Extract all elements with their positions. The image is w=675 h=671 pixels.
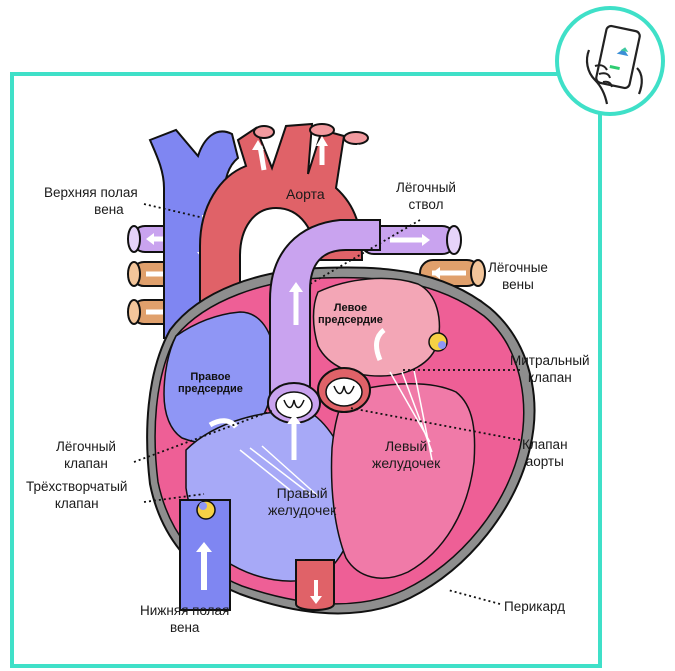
ivc-line2: вена <box>140 619 229 636</box>
pt-line1: Лёгочный <box>396 179 456 196</box>
ra-line2: предсердие <box>178 383 243 395</box>
right-atrium-label: Правое предсердие <box>178 371 243 395</box>
pulv-line2: клапан <box>56 455 116 472</box>
mv-line1: Митральный <box>510 352 590 369</box>
tv-line1: Трёхстворчатый <box>26 478 127 495</box>
aorta-label: Аорта <box>286 186 325 203</box>
mitral-valve-marker <box>429 333 447 351</box>
left-ventricle-label: Левый желудочек <box>372 438 440 472</box>
pericardium-label: Перикард <box>504 598 565 615</box>
pulmonary-veins-label: Лёгочные вены <box>488 259 548 293</box>
svc-label: Верхняя полая вена <box>44 184 138 218</box>
right-ventricle-label: Правый желудочек <box>268 485 336 519</box>
ivc-line1: Нижняя полая <box>140 602 229 619</box>
la-line2: предсердие <box>318 314 383 326</box>
mv-line2: клапан <box>510 369 590 386</box>
la-line1: Левое <box>318 302 383 314</box>
pulv-line1: Лёгочный <box>56 438 116 455</box>
tv-line2: клапан <box>26 495 127 512</box>
pt-line2: ствол <box>396 196 456 213</box>
pv-line1: Лёгочные <box>488 259 548 276</box>
svc-label-line1: Верхняя полая <box>44 184 138 201</box>
av-line1: Клапан <box>522 436 568 453</box>
rv-line1: Правый <box>268 485 336 502</box>
pulmonary-valve-label: Лёгочный клапан <box>56 438 116 472</box>
rv-line2: желудочек <box>268 502 336 519</box>
left-atrium-label: Левое предсердие <box>318 302 383 326</box>
left-atrium <box>314 278 440 376</box>
descending-aorta <box>296 560 334 610</box>
aortic-valve-label: Клапан аорты <box>522 436 568 470</box>
lv-line2: желудочек <box>372 455 440 472</box>
av-line2: аорты <box>522 453 568 470</box>
tricuspid-valve-marker <box>197 501 215 519</box>
aortic-valve <box>318 368 370 412</box>
ra-line1: Правое <box>178 371 243 383</box>
lv-line1: Левый <box>372 438 440 455</box>
pv-line2: вены <box>488 276 548 293</box>
tricuspid-valve-label: Трёхстворчатый клапан <box>26 478 127 512</box>
mitral-valve-label: Митральный клапан <box>510 352 590 386</box>
svc-label-line2: вена <box>44 201 138 218</box>
ivc-label: Нижняя полая вена <box>140 602 229 636</box>
pulmonary-trunk-label: Лёгочный ствол <box>396 179 456 213</box>
